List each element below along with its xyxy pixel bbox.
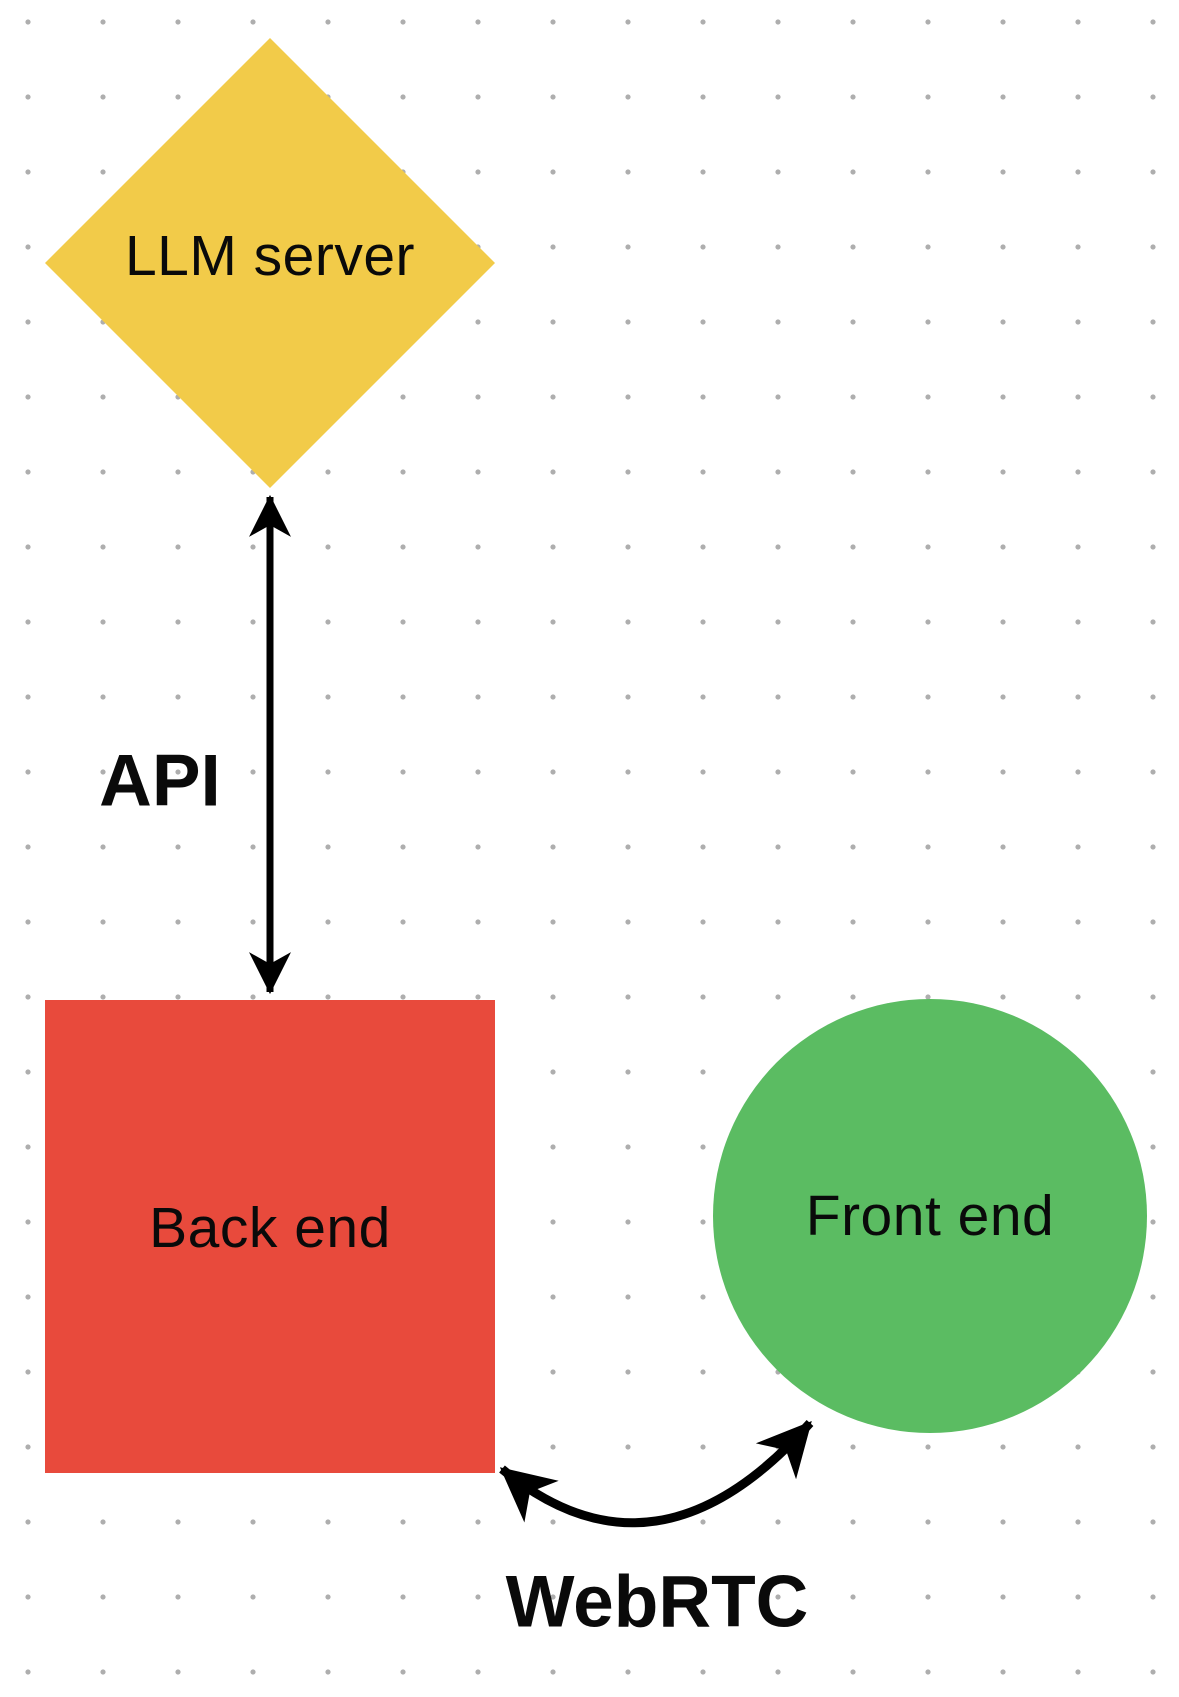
node-llm-server[interactable]: LLM server: [45, 38, 495, 488]
node-label-llm-server: LLM server: [124, 224, 416, 288]
node-label-back-end: Back end: [149, 1195, 391, 1260]
edge-webrtc-arrow[interactable]: [499, 1420, 814, 1528]
edge-label-webrtc[interactable]: WebRTC: [505, 1561, 809, 1643]
node-back-end[interactable]: Back end: [45, 1000, 495, 1473]
edge-label-api[interactable]: API: [99, 740, 221, 822]
node-front-end[interactable]: Front end: [713, 999, 1147, 1433]
node-label-front-end: Front end: [805, 1184, 1055, 1248]
